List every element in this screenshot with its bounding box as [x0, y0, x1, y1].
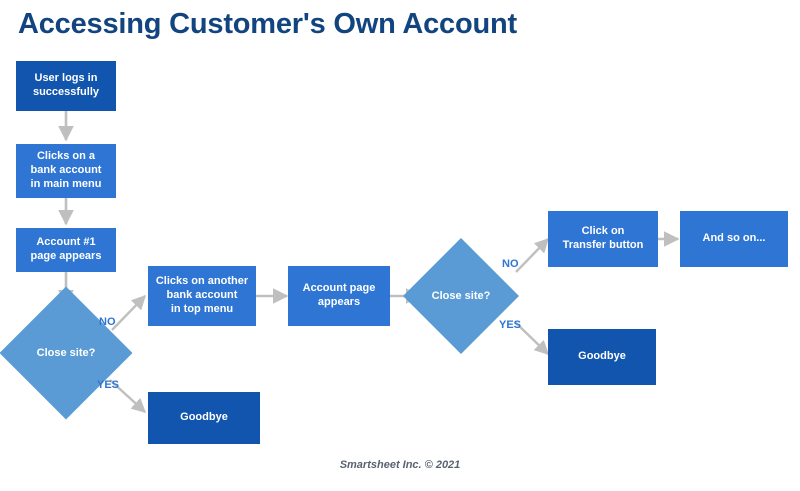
footer-credit: Smartsheet Inc. © 2021	[339, 459, 461, 471]
node-user-logs-in[interactable]: User logs in successfully	[16, 61, 116, 111]
node-label: Account #1 page appears	[30, 236, 102, 262]
node-label: Click on Transfer button	[562, 225, 644, 251]
node-account-1-page-appears[interactable]: Account #1 page appears	[16, 228, 116, 272]
node-label: And so on...	[702, 232, 766, 245]
node-label: Goodbye	[578, 350, 626, 363]
edge-label-decision1-no: NO	[99, 316, 116, 328]
edge-decision2-no-to-transfer	[515, 237, 550, 273]
edge-label-decision1-yes: YES	[97, 379, 120, 391]
edge-label-decision2-yes: YES	[499, 319, 522, 331]
node-and-so-on[interactable]: And so on...	[680, 211, 788, 267]
node-clicks-bank-account-main-menu[interactable]: Clicks on a bank account in main menu	[16, 144, 116, 198]
node-label: Account page appears	[302, 282, 376, 308]
node-label: Close site?	[36, 347, 96, 359]
node-goodbye-2[interactable]: Goodbye	[548, 329, 656, 385]
node-click-transfer-button[interactable]: Click on Transfer button	[548, 211, 658, 267]
node-label: Close site?	[431, 290, 491, 302]
page-title: Accessing Customer's Own Account	[18, 8, 517, 40]
node-account-page-appears[interactable]: Account page appears	[288, 266, 390, 326]
edge-label-decision2-no: NO	[502, 258, 519, 270]
node-clicks-another-bank-account-top-menu[interactable]: Clicks on another bank account in top me…	[148, 266, 256, 326]
node-label: Goodbye	[180, 411, 228, 424]
node-decision-close-site-2[interactable]: Close site?	[403, 238, 519, 354]
node-label: User logs in successfully	[32, 72, 100, 98]
node-goodbye-1[interactable]: Goodbye	[148, 392, 260, 444]
node-decision-close-site-1[interactable]: Close site?	[0, 286, 133, 420]
node-label: Clicks on a bank account in main menu	[30, 150, 102, 190]
node-label: Clicks on another bank account in top me…	[155, 275, 249, 315]
edge-decision1-no-to-click-top	[111, 294, 147, 331]
